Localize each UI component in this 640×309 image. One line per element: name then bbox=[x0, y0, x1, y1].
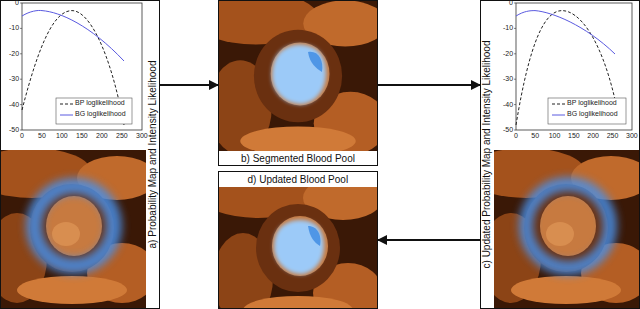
panel-label: a) Probability Map and Intensity Likelih… bbox=[147, 61, 158, 249]
legend-text: BP loglikelihood bbox=[567, 99, 617, 107]
axis-tick: 100 bbox=[549, 132, 561, 140]
panel-box: b) Segmented Blood Pool bbox=[218, 0, 378, 166]
axis-tick: -50 bbox=[9, 126, 19, 134]
axis-tick: -30 bbox=[9, 75, 19, 83]
axis-tick: 0 bbox=[514, 132, 518, 140]
flow-arrow bbox=[378, 84, 480, 86]
legend-text: BG loglikelihood bbox=[75, 110, 126, 118]
axis-tick: 200 bbox=[96, 132, 108, 140]
axis-tick: -20 bbox=[9, 50, 19, 58]
axis-tick: 50 bbox=[531, 132, 539, 140]
axis-tick: 300 bbox=[626, 132, 638, 140]
flow-arrow bbox=[160, 84, 218, 86]
legend-text: BG loglikelihood bbox=[567, 110, 618, 118]
axis-tick: -50 bbox=[503, 126, 513, 134]
flow-arrow bbox=[378, 239, 480, 241]
axis-tick: -30 bbox=[503, 75, 513, 83]
panel-label: b) Segmented Blood Pool bbox=[241, 153, 355, 164]
axis-tick: -10 bbox=[503, 24, 513, 32]
axis-tick: -10 bbox=[9, 24, 19, 32]
legend-text: BP loglikelihood bbox=[75, 99, 125, 107]
axis-tick: 0 bbox=[509, 0, 513, 7]
axis-tick: 250 bbox=[116, 132, 128, 140]
panel-box: c) Updated Probability Map and Intensity… bbox=[480, 0, 640, 309]
panel-box: a) Probability Map and Intensity Likelih… bbox=[0, 0, 160, 309]
axis-tick: 0 bbox=[20, 132, 24, 140]
axis-tick: -20 bbox=[503, 50, 513, 58]
panel-label: d) Updated Blood Pool bbox=[248, 174, 349, 185]
axis-tick: 200 bbox=[587, 132, 599, 140]
axis-tick: 250 bbox=[607, 132, 619, 140]
axis-tick: 300 bbox=[136, 132, 148, 140]
axis-tick: 50 bbox=[38, 132, 46, 140]
panel-label: c) Updated Probability Map and Intensity… bbox=[481, 41, 492, 269]
axis-tick: 150 bbox=[568, 132, 580, 140]
axis-tick: -40 bbox=[503, 101, 513, 109]
axis-tick: 150 bbox=[76, 132, 88, 140]
axis-tick: 100 bbox=[56, 132, 68, 140]
axis-tick: -40 bbox=[9, 101, 19, 109]
panel-box: d) Updated Blood Pool bbox=[218, 171, 378, 309]
axis-tick: 0 bbox=[15, 0, 19, 7]
